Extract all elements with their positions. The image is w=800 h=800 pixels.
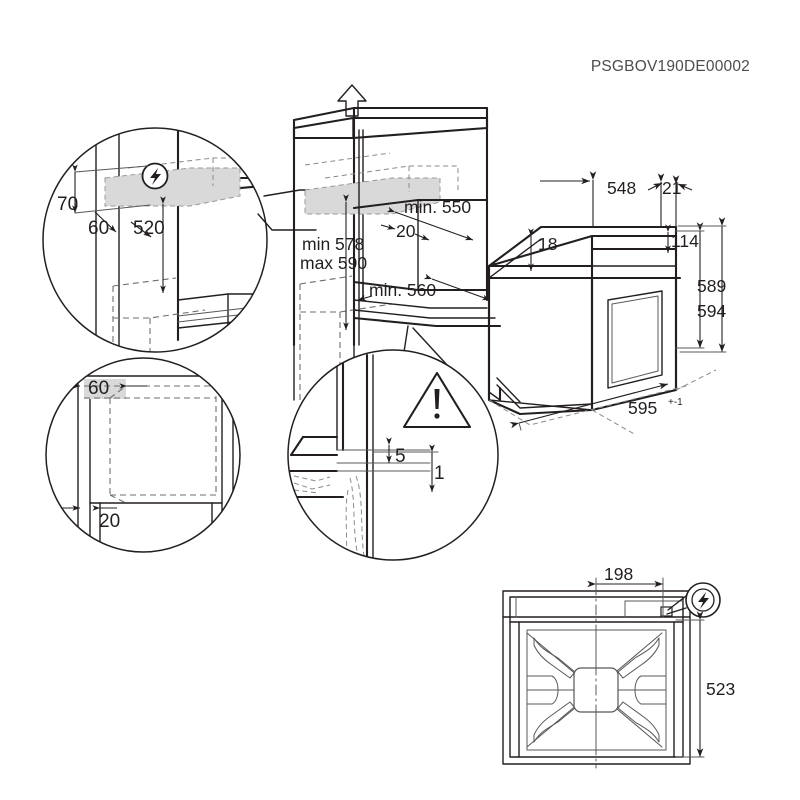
dim-label: 5 [395,446,406,467]
warning-triangle-icon [402,371,472,429]
dim-label: 520 [133,218,165,239]
dim-label: min 578 [302,234,364,254]
detail-circle-cabinet-depth: 60 20 [45,357,241,553]
oven-rear-view [502,577,721,769]
dim-label: 21 [662,178,681,198]
electrical-supply-icon [666,582,721,618]
dim-label: 594 [697,301,726,321]
detail-circle-cabinet-electrical: 70 60 520 [42,127,268,353]
dim-tolerance: +-1 [668,397,683,408]
dim-label: 70 [57,194,78,215]
airflow-up-arrow-icon [337,84,367,117]
dim-label: max 590 [300,253,367,273]
dim-label: 20 [99,511,120,532]
dim-label: 60 [88,378,109,399]
dim-label: 20 [396,221,416,241]
electrical-supply-icon [141,162,169,190]
dim-label: 198 [604,564,633,584]
detail-circle-worktop-section: 5 1 [287,349,499,561]
dim-label: 595 [628,398,657,418]
dim-label: 523 [706,679,735,699]
dim-label: 18 [538,234,557,254]
dim-label: 589 [697,276,726,296]
dim-label: min. 560 [369,280,436,300]
cabinet-niche-view [292,84,502,401]
document-code: PSGBOV190DE00002 [590,58,750,75]
dim-label: 1 [434,463,445,484]
dim-label: 548 [607,178,636,198]
dim-label: min. 550 [404,197,471,217]
dim-label: 60 [88,218,109,239]
dim-label: 114 [671,231,699,251]
oven-isometric-view [487,171,727,436]
